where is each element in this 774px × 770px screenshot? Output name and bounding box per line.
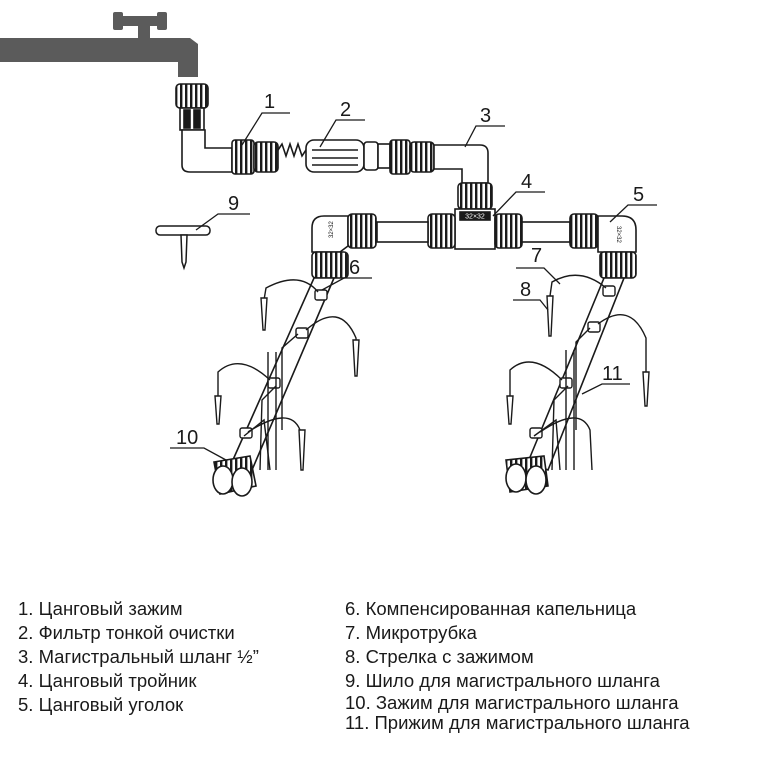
legend-item-8: 8. Стрелка с зажимом <box>345 646 534 667</box>
callout-6: 6 <box>349 257 360 279</box>
callout-8: 8 <box>520 279 531 301</box>
stakes-right <box>506 295 650 425</box>
drippers-right <box>529 285 616 439</box>
right-elbow-mark: 32×32 <box>615 226 621 244</box>
leader-lines <box>170 112 657 461</box>
main-hose-horizontal <box>376 221 571 243</box>
main-hose-3 <box>433 144 489 184</box>
drippers-left <box>239 289 328 439</box>
hose-clips <box>267 350 575 470</box>
collet-clamp-1 <box>231 139 279 175</box>
legend-item-5: 5. Цанговый уголок <box>18 694 184 715</box>
stakes-left <box>214 297 360 471</box>
collet-clamp-after-filter <box>389 139 435 175</box>
collet-elbow-left: 32×32 <box>311 213 377 279</box>
legend-item-10: 10. Зажим для магистрального шланга <box>345 692 679 713</box>
left-elbow-mark: 32×32 <box>329 220 335 238</box>
water-tap <box>0 12 198 77</box>
callout-9: 9 <box>228 193 239 215</box>
drip-irrigation-diagram: 32×32 32×32 32×32 <box>0 12 657 497</box>
legend-item-7: 7. Микротрубка <box>345 622 477 643</box>
fine-filter <box>277 139 391 173</box>
callout-11: 11 <box>602 363 623 385</box>
callout-2: 2 <box>340 99 351 121</box>
main-hose-segment <box>181 129 233 173</box>
callout-3: 3 <box>480 105 491 127</box>
branch-hose-left <box>230 277 336 472</box>
legend-item-3: 3. Магистральный шланг ½” <box>18 646 259 667</box>
legend-item-9: 9. Шило для магистрального шланга <box>345 670 660 691</box>
tee-top-collet <box>457 182 493 210</box>
callout-4: 4 <box>521 171 532 193</box>
callout-10: 10 <box>176 427 198 449</box>
collet-tee: 32×32 <box>427 208 523 250</box>
collet-elbow-right: 32×32 <box>569 213 637 279</box>
legend-item-1: 1. Цанговый зажим <box>18 598 183 619</box>
collet-clamp-tap <box>175 83 209 131</box>
hose-end-clamp-right <box>505 455 549 495</box>
legend-item-11: 11. Прижим для магистрального шланга <box>345 712 690 733</box>
callout-7: 7 <box>531 245 542 267</box>
microtubes-right <box>509 274 647 471</box>
hose-end-clamp-left <box>212 455 257 497</box>
legend-item-6: 6. Компенсированная капельница <box>345 598 637 619</box>
legend-item-2: 2. Фильтр тонкой очистки <box>18 622 235 643</box>
legend-right: 6. Компенсированная капельница 7. Микрот… <box>345 597 690 733</box>
callout-1: 1 <box>264 91 275 113</box>
tee-size-mark: 32×32 <box>465 214 485 221</box>
callout-5: 5 <box>633 184 644 206</box>
legend-left: 1. Цанговый зажим 2. Фильтр тонкой очист… <box>18 597 259 717</box>
legend-item-4: 4. Цанговый тройник <box>18 670 197 691</box>
awl <box>155 225 211 271</box>
